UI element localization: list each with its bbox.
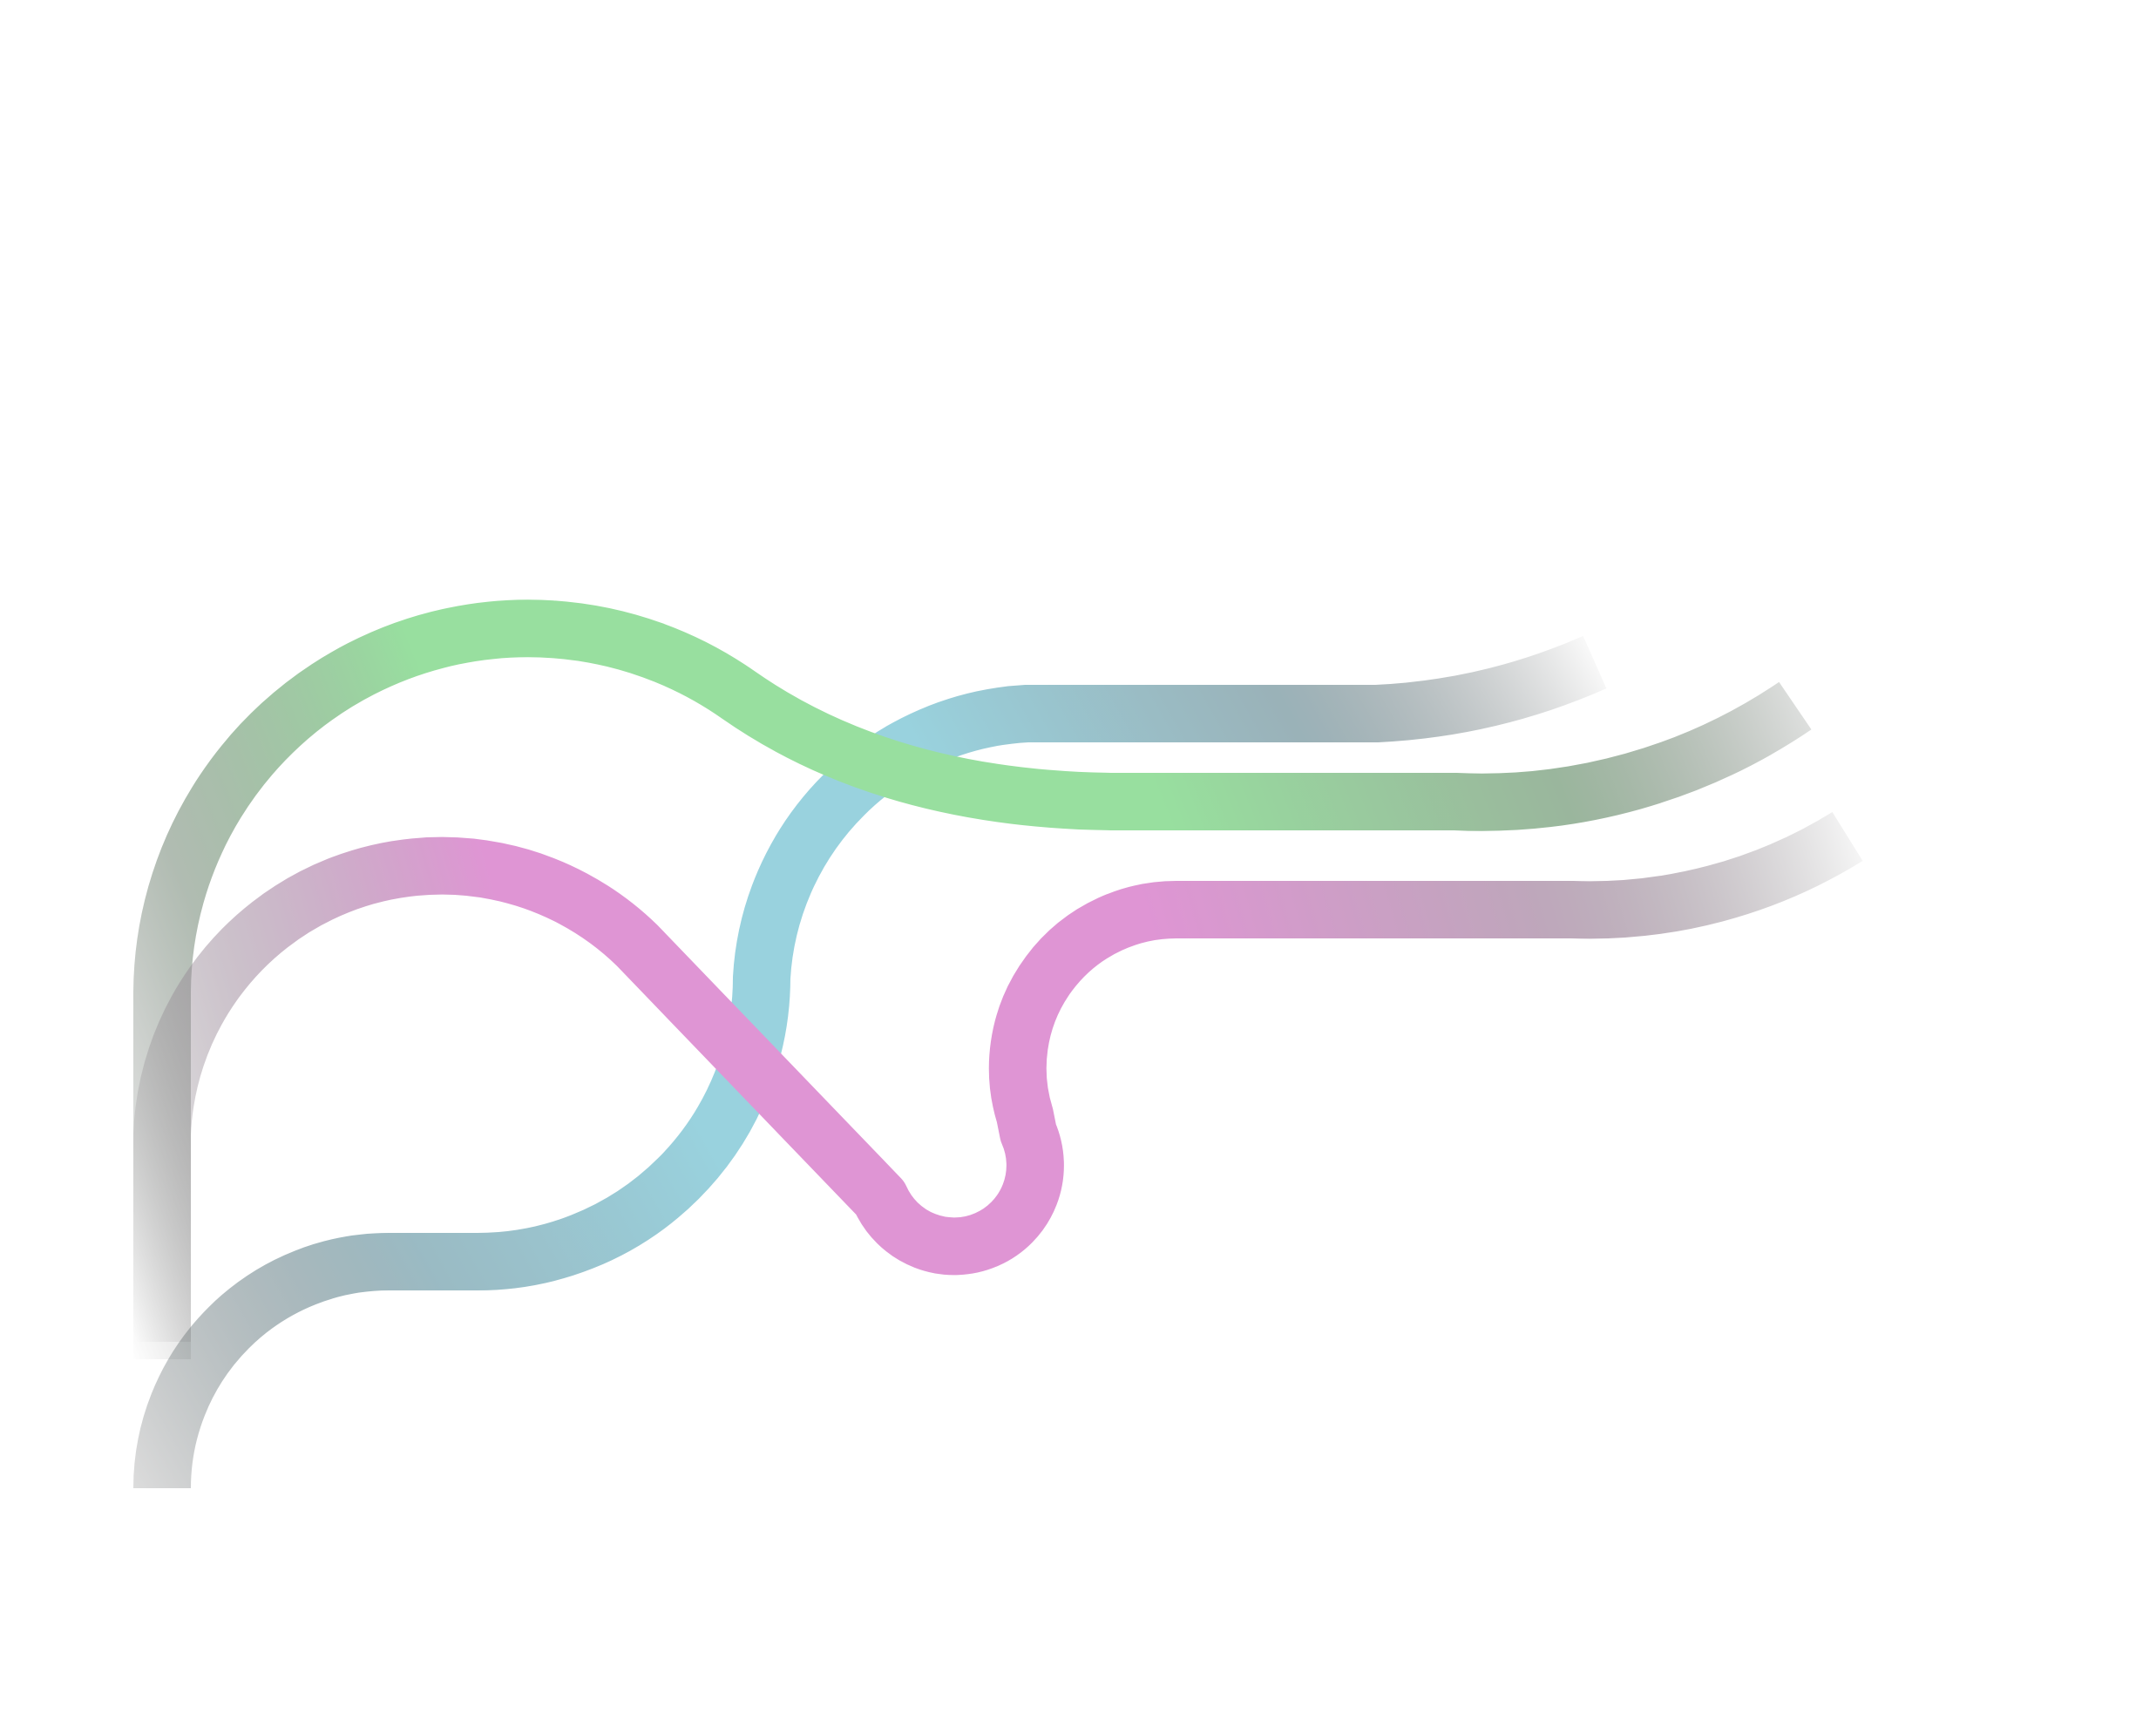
line-green: [133, 599, 1812, 1359]
line-pink: [133, 811, 1863, 1342]
line-blue: [133, 635, 1607, 1489]
